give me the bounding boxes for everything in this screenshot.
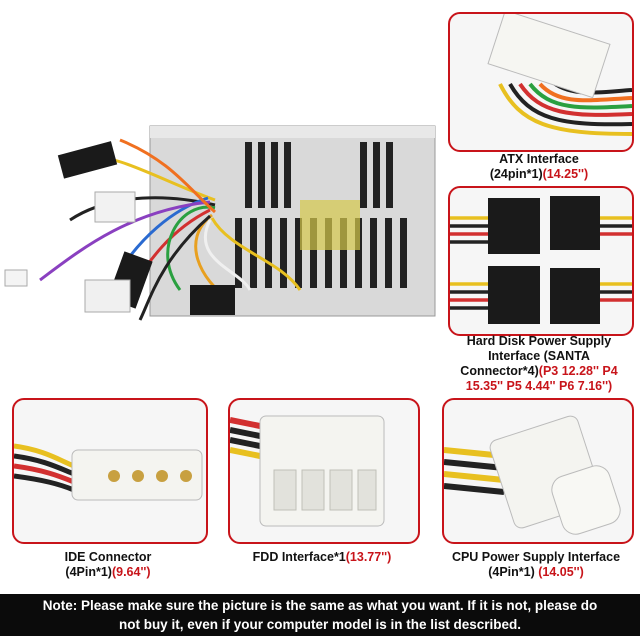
atx-caption-length: (14.25'')	[542, 167, 589, 181]
hdd-caption-length-b: 15.35'' P5 4.44'' P6 7.16'')	[465, 379, 613, 393]
hdd-caption-length-a: (P3 12.28'' P4	[538, 364, 618, 378]
cpu-connector-panel	[442, 398, 634, 544]
cpu-caption: CPU Power Supply Interface (4Pin*1) (14.…	[442, 550, 630, 580]
fdd-connector-panel	[228, 398, 420, 544]
fdd-caption-name: FDD Interface*1	[252, 550, 346, 564]
ide-caption: IDE Connector (4Pin*1)(9.64'')	[12, 550, 204, 580]
atx-connector-panel	[448, 12, 634, 152]
ide-connector-panel	[12, 398, 208, 544]
purchase-note: Note: Please make sure the picture is th…	[0, 594, 640, 636]
atx-caption: ATX Interface (24pin*1)(14.25'')	[448, 152, 630, 182]
hdd-caption-line1: Hard Disk Power Supply	[466, 334, 612, 348]
purchase-note-line1: Note: Please make sure the picture is th…	[42, 598, 598, 613]
hdd-caption: Hard Disk Power Supply Interface (SANTA …	[448, 334, 630, 394]
fdd-caption-length: (13.77'')	[345, 550, 392, 564]
atx-caption-name: ATX Interface	[499, 152, 579, 166]
hdd-caption-connector: Connector*4)	[460, 364, 539, 378]
cpu-caption-pins: (4Pin*1)	[488, 565, 535, 579]
ide-caption-pins: (4Pin*1)	[65, 565, 112, 579]
psu-photo	[0, 90, 445, 340]
cpu-caption-name: CPU Power Supply Interface	[451, 550, 621, 564]
purchase-note-line2: not buy it, even if your computer model …	[118, 617, 522, 632]
ide-caption-length: (9.64'')	[111, 565, 151, 579]
atx-caption-pins: (24pin*1)	[489, 167, 543, 181]
cpu-caption-length: (14.05'')	[538, 565, 584, 579]
hdd-connector-panel	[448, 186, 634, 336]
hdd-caption-line2: Interface (SANTA	[488, 349, 590, 363]
fdd-caption: FDD Interface*1(13.77'')	[228, 550, 416, 565]
ide-caption-name: IDE Connector	[64, 550, 152, 564]
